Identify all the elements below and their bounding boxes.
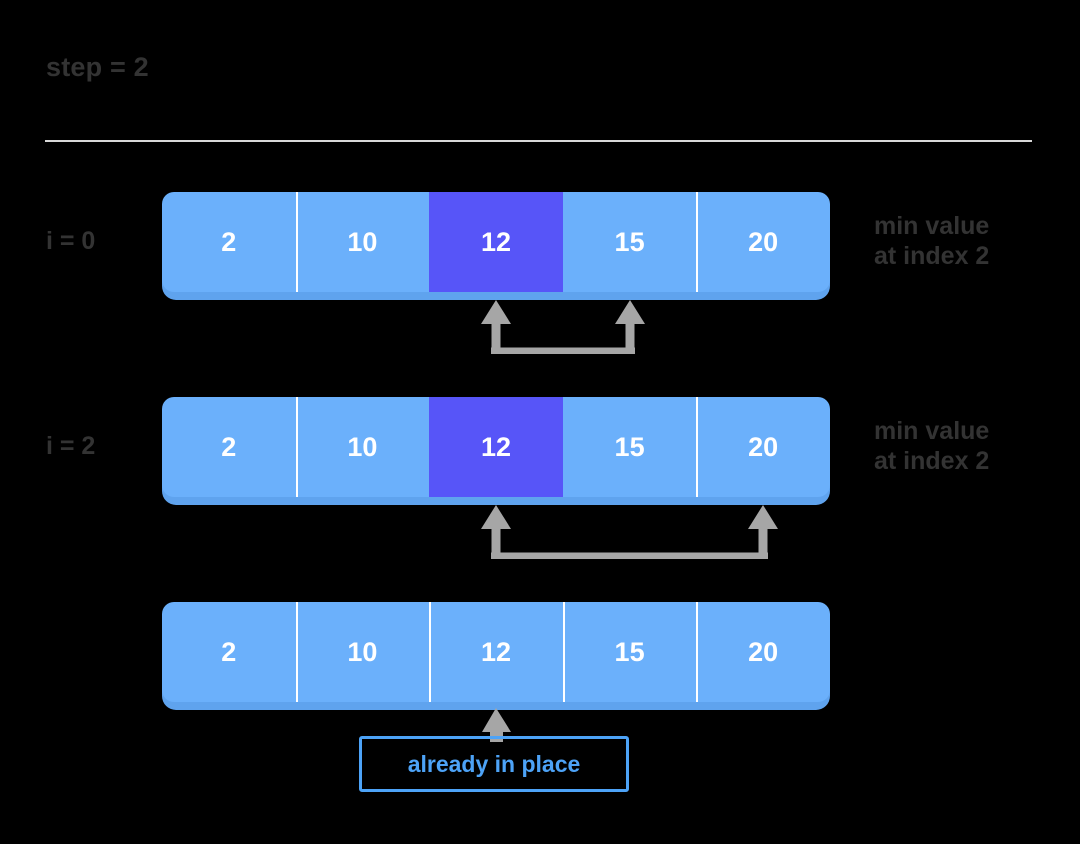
array-cell[interactable]: 15 <box>562 602 697 702</box>
array-cell-highlighted[interactable]: 12 <box>429 397 563 497</box>
array-cells-1: 2 10 12 15 20 <box>162 397 830 497</box>
array-cell-value: 15 <box>614 431 645 462</box>
array-cell-value: 10 <box>347 226 378 257</box>
array-cell[interactable]: 10 <box>295 397 430 497</box>
array-cell[interactable]: 20 <box>696 397 830 497</box>
array-cell-value: 2 <box>221 431 237 462</box>
array-cell-value: 10 <box>347 431 378 462</box>
step-label: step = 2 <box>46 52 149 82</box>
already-in-place-callout: already in place <box>359 736 629 792</box>
swap-connector-0 <box>480 298 646 354</box>
array-cell[interactable]: 10 <box>295 602 430 702</box>
array-cell-highlighted[interactable]: 12 <box>429 192 563 292</box>
row-index-label-1: i = 2 <box>46 432 96 460</box>
already-in-place-label: already in place <box>407 750 581 777</box>
array-row-0: 2 10 12 15 20 <box>162 192 830 300</box>
array-cell-value: 12 <box>480 636 511 667</box>
array-cell[interactable]: 2 <box>162 397 296 497</box>
array-cell-value: 15 <box>614 226 645 257</box>
swap-connector-1 <box>480 503 780 559</box>
row-note-1: min value at index 2 <box>874 417 990 475</box>
array-cell-value: 12 <box>480 226 511 257</box>
array-cell[interactable]: 2 <box>162 602 296 702</box>
array-cell-value: 10 <box>347 636 378 667</box>
header-divider <box>45 140 1032 142</box>
array-cell[interactable]: 2 <box>162 192 296 292</box>
array-row-1: 2 10 12 15 20 <box>162 397 830 505</box>
array-cells-0: 2 10 12 15 20 <box>162 192 830 292</box>
array-cell[interactable]: 20 <box>696 192 830 292</box>
array-cell-value: 20 <box>748 431 779 462</box>
row-note-0: min value at index 2 <box>874 212 990 270</box>
array-cell[interactable]: 12 <box>429 602 563 702</box>
array-cell[interactable]: 15 <box>562 192 697 292</box>
array-cell[interactable]: 20 <box>696 602 830 702</box>
array-cell-value: 12 <box>480 431 511 462</box>
array-cell[interactable]: 10 <box>295 192 430 292</box>
row-index-label-0: i = 0 <box>46 227 96 255</box>
array-cell[interactable]: 15 <box>562 397 697 497</box>
array-cells-2: 2 10 12 15 20 <box>162 602 830 702</box>
array-cell-value: 20 <box>748 226 779 257</box>
array-row-2: 2 10 12 15 20 <box>162 602 830 710</box>
array-cell-value: 20 <box>748 636 779 667</box>
array-cell-value: 2 <box>221 636 237 667</box>
array-cell-value: 2 <box>221 226 237 257</box>
array-cell-value: 15 <box>614 636 645 667</box>
